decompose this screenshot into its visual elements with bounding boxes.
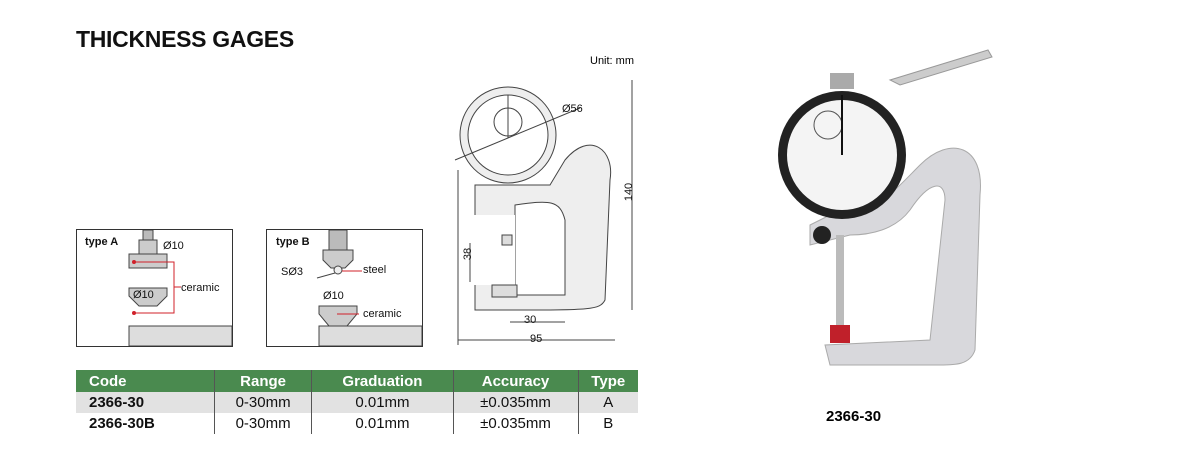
- cell-graduation: 0.01mm: [311, 413, 453, 434]
- header-graduation: Graduation: [311, 370, 453, 392]
- type-b-tip: SØ3: [281, 266, 304, 278]
- photo-caption: 2366-30: [826, 408, 882, 425]
- cell-range: 0-30mm: [213, 392, 312, 413]
- type-a-dia-top: Ø10: [163, 240, 184, 252]
- type-b-dia-bottom: Ø10: [323, 290, 344, 302]
- type-b-tip-material: steel: [363, 264, 387, 276]
- unit-label: Unit: mm: [590, 55, 634, 67]
- dimension-drawing: [454, 80, 633, 345]
- cell-type: B: [577, 413, 638, 434]
- type-b-label: type B: [276, 236, 310, 248]
- header-range: Range: [213, 370, 312, 392]
- type-a-dia-bottom: Ø10: [133, 289, 154, 301]
- dim-width: 95: [530, 333, 543, 345]
- header-type: Type: [577, 370, 638, 392]
- type-b-drawing: [316, 230, 422, 346]
- type-b-diagram: type B SØ3 steel Ø10 ceramic: [266, 229, 423, 347]
- cell-range: 0-30mm: [213, 413, 312, 434]
- type-a-drawing: [128, 230, 232, 346]
- product-photo: [778, 49, 993, 366]
- dim-dial-dia: Ø56: [562, 103, 583, 115]
- table-row: 2366-30 0-30mm 0.01mm ±0.035mm A: [76, 392, 638, 413]
- dim-depth: 38: [462, 247, 475, 261]
- type-a-label: type A: [85, 236, 119, 248]
- header-accuracy: Accuracy: [452, 370, 579, 392]
- spec-table: Code Range Graduation Accuracy Type 2366…: [76, 370, 638, 434]
- type-b-material: ceramic: [363, 308, 402, 320]
- page-title: THICKNESS GAGES: [76, 26, 294, 52]
- cell-accuracy: ±0.035mm: [452, 413, 579, 434]
- cell-accuracy: ±0.035mm: [452, 392, 579, 413]
- cell-code: 2366-30B: [89, 415, 155, 432]
- cell-graduation: 0.01mm: [311, 392, 453, 413]
- dim-height: 140: [623, 182, 636, 202]
- dim-anvil: 30: [524, 314, 537, 326]
- type-a-diagram: type A Ø10 Ø10 ceramic: [76, 229, 233, 347]
- table-row: 2366-30B 0-30mm 0.01mm ±0.035mm B: [76, 413, 638, 434]
- type-a-material: ceramic: [181, 282, 220, 294]
- cell-type: A: [577, 392, 638, 413]
- cell-code: 2366-30: [76, 392, 215, 413]
- header-code: Code: [76, 370, 215, 392]
